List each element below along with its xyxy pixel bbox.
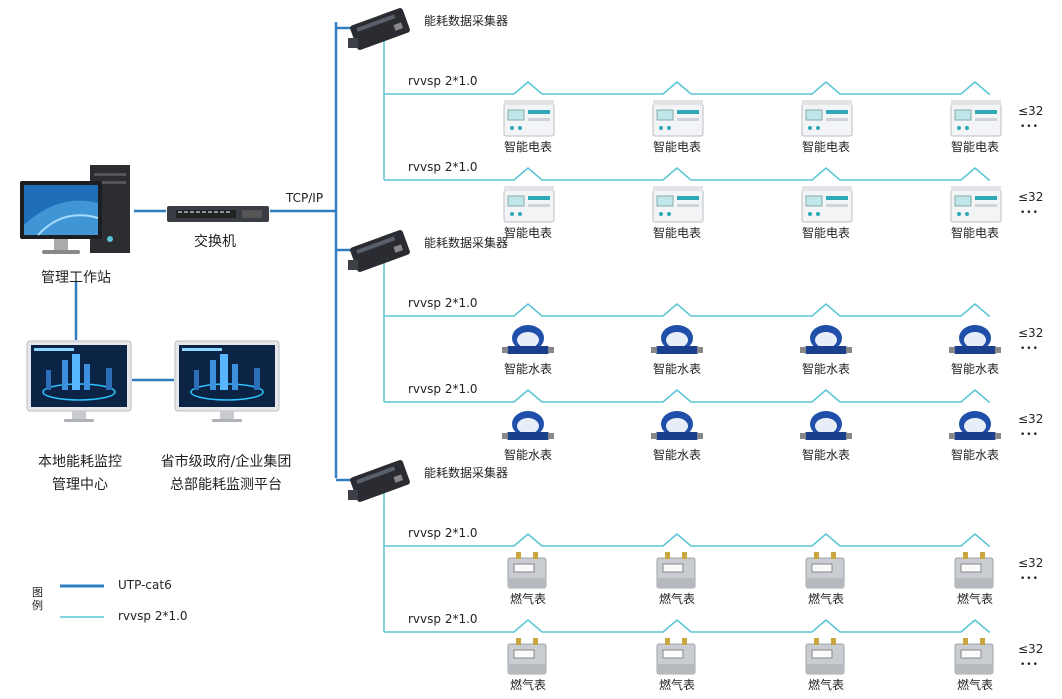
more-ellipsis: ••• — [1020, 660, 1039, 670]
local-center-label-line1: 本地能耗监控 — [38, 454, 122, 470]
rvvsp-bus-3-1 — [384, 533, 990, 547]
electric-meter-icon — [503, 100, 555, 137]
electric-meter-label: 智能电表 — [503, 140, 552, 154]
electric-meter-label: 智能电表 — [652, 226, 701, 240]
legend-utp-label: UTP-cat6 — [118, 578, 172, 592]
electric-meter-icon — [950, 100, 1002, 137]
water-meter-label: 智能水表 — [950, 362, 999, 376]
electric-meter-icon — [801, 100, 853, 137]
rvvsp-bus-2-1 — [384, 303, 990, 317]
water-meter-icon — [800, 325, 852, 354]
water-meter-label: 智能水表 — [503, 362, 552, 376]
water-meter-icon — [651, 411, 703, 440]
local-center-label-line2: 管理中心 — [52, 477, 108, 493]
collector-icon-2 — [348, 230, 410, 272]
electric-meter-icon — [652, 186, 704, 223]
electric-meter-label: 智能电表 — [950, 226, 999, 240]
gas-meter-label: 燃气表 — [509, 592, 546, 606]
water-meter-icon — [800, 411, 852, 440]
max-count-label: ≤32 — [1018, 104, 1044, 118]
more-ellipsis: ••• — [1020, 344, 1039, 354]
electric-meter-label: 智能电表 — [801, 140, 850, 154]
max-count-label: ≤32 — [1018, 190, 1044, 204]
collector-label-2: 能耗数据采集器 — [424, 236, 509, 250]
collector-icon-3 — [348, 460, 410, 502]
more-ellipsis: ••• — [1020, 430, 1039, 440]
gov-platform-label-line1: 省市级政府/企业集团 — [160, 454, 292, 470]
rvvsp-bus-3-2 — [384, 619, 990, 633]
gas-meter-icon — [805, 552, 845, 589]
more-ellipsis: ••• — [1020, 574, 1039, 584]
more-ellipsis: ••• — [1020, 208, 1039, 218]
electric-meter-label: 智能电表 — [652, 140, 701, 154]
gas-meter-icon — [954, 638, 994, 675]
collector-label-3: 能耗数据采集器 — [424, 466, 509, 480]
bus-label-3-2: rvvsp 2*1.0 — [408, 612, 478, 626]
max-count-label: ≤32 — [1018, 642, 1044, 656]
gas-meter-label: 燃气表 — [509, 678, 546, 692]
electric-meter-icon — [950, 186, 1002, 223]
gas-meter-icon — [805, 638, 845, 675]
rvvsp-bus-2-2 — [384, 389, 990, 403]
gas-meter-label: 燃气表 — [658, 678, 695, 692]
bus-label-3-1: rvvsp 2*1.0 — [408, 526, 478, 540]
water-meter-label: 智能水表 — [652, 448, 701, 462]
water-meter-icon — [949, 411, 1001, 440]
electric-meter-icon — [503, 186, 555, 223]
gas-meter-label: 燃气表 — [807, 678, 844, 692]
bus-label-2-2: rvvsp 2*1.0 — [408, 382, 478, 396]
max-count-label: ≤32 — [1018, 412, 1044, 426]
water-meter-icon — [949, 325, 1001, 354]
bus-label-1-2: rvvsp 2*1.0 — [408, 160, 478, 174]
local-center-monitor-icon — [26, 340, 132, 422]
bus-label-2-1: rvvsp 2*1.0 — [408, 296, 478, 310]
gas-meter-icon — [507, 552, 547, 589]
bus-label-1-1: rvvsp 2*1.0 — [408, 74, 478, 88]
gas-meter-icon — [954, 552, 994, 589]
rvvsp-bus-1-1 — [384, 81, 990, 95]
gov-platform-monitor-icon — [174, 340, 280, 422]
gov-platform-label-line2: 总部能耗监测平台 — [170, 477, 282, 493]
collector-label-1: 能耗数据采集器 — [424, 14, 509, 28]
legend-rvvsp-label: rvvsp 2*1.0 — [118, 609, 188, 623]
collector-icon-1 — [348, 8, 410, 50]
gas-meter-icon — [507, 638, 547, 675]
water-meter-icon — [502, 325, 554, 354]
electric-meter-icon — [801, 186, 853, 223]
gas-meter-label: 燃气表 — [956, 678, 993, 692]
gas-meter-icon — [656, 552, 696, 589]
water-meter-icon — [502, 411, 554, 440]
gas-meter-label: 燃气表 — [658, 592, 695, 606]
gas-meter-icon — [656, 638, 696, 675]
electric-meter-label: 智能电表 — [801, 226, 850, 240]
electric-meter-label: 智能电表 — [950, 140, 999, 154]
workstation-label: 管理工作站 — [41, 270, 111, 286]
water-meter-label: 智能水表 — [652, 362, 701, 376]
switch-label: 交换机 — [194, 234, 236, 250]
water-meter-label: 智能水表 — [801, 448, 850, 462]
gas-meter-label: 燃气表 — [807, 592, 844, 606]
electric-meter-icon — [652, 100, 704, 137]
legend-title: 图例 — [32, 586, 43, 612]
max-count-label: ≤32 — [1018, 326, 1044, 340]
water-meter-icon — [651, 325, 703, 354]
rvvsp-bus-1-2 — [384, 167, 990, 181]
electric-meter-label: 智能电表 — [503, 226, 552, 240]
water-meter-label: 智能水表 — [801, 362, 850, 376]
max-count-label: ≤32 — [1018, 556, 1044, 570]
gas-meter-label: 燃气表 — [956, 592, 993, 606]
tcp-ip-label: TCP/IP — [286, 191, 324, 205]
water-meter-label: 智能水表 — [950, 448, 999, 462]
workstation-icon — [20, 165, 130, 254]
more-ellipsis: ••• — [1020, 122, 1039, 132]
switch-icon — [167, 206, 269, 222]
water-meter-label: 智能水表 — [503, 448, 552, 462]
